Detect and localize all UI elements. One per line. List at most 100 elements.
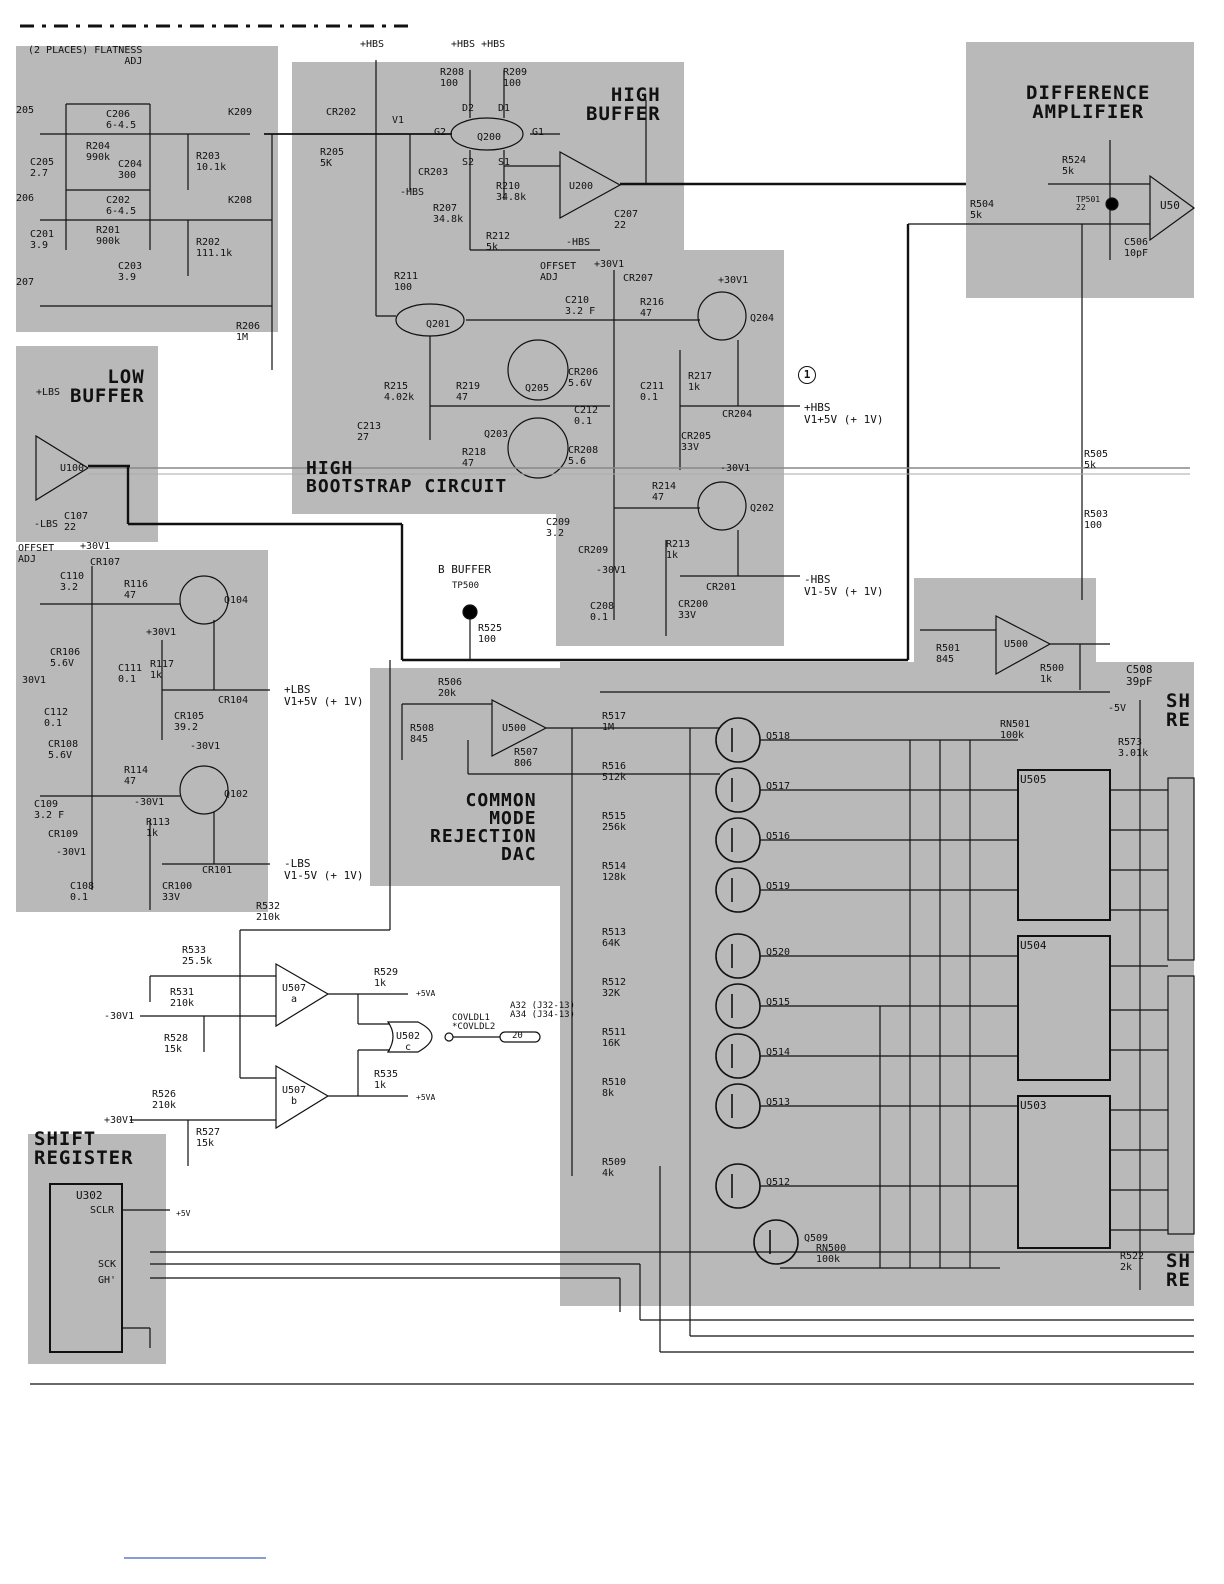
r526-label: R526 210k (152, 1089, 177, 1111)
left-component-label-30: CR105 39.2 (174, 711, 205, 733)
u504-label: U504 (1020, 939, 1047, 952)
left-component-label-21: CR107 (90, 557, 121, 568)
high-component-label-46: D2 (462, 103, 475, 114)
dac-resistor-label-4: R513 64K (602, 927, 627, 949)
dac-transistor-label-1: Q517 (766, 781, 791, 792)
offset-adj-high-label: OFFSET ADJ (540, 261, 577, 283)
u505-label: U505 (1020, 773, 1047, 786)
high-component-label-18: CR206 5.6V (568, 367, 599, 389)
left-component-label-25: C111 0.1 (118, 663, 143, 685)
lbs-rail-bottom-label: -LBS V1-5V (+ 1V) (284, 857, 364, 882)
high-component-label-48: G1 (532, 127, 545, 138)
left-component-label-14: 206 (16, 193, 35, 204)
r528-label: R528 15k (164, 1033, 189, 1055)
low-buffer-block (16, 346, 158, 542)
note-marker-star: 1 (798, 366, 816, 384)
dac-resistor-label-8: R509 4k (602, 1157, 627, 1179)
r532-label: R532 210k (256, 901, 281, 923)
dac-transistor-q512 (715, 1163, 761, 1209)
dac-transistor-label-2: Q516 (766, 831, 791, 842)
r535-label: R535 1k (374, 1069, 399, 1091)
r503-label: R503 100 (1084, 509, 1109, 531)
high-component-label-34: R213 1k (666, 539, 691, 561)
c508-label: C508 39pF (1126, 663, 1153, 688)
left-component-label-27: +30V1 (146, 627, 177, 638)
high-component-label-27: R218 47 (462, 447, 487, 469)
high-component-label-9: U200 (569, 181, 594, 192)
shift-right-bottom-title: SH RE (1166, 1250, 1191, 1291)
high-component-label-19: R217 1k (688, 371, 713, 393)
u503-label: U503 (1020, 1099, 1047, 1112)
left-component-label-36: R113 1k (146, 817, 171, 839)
high-component-label-31: Q202 (750, 503, 775, 514)
high-component-label-8: R212 5k (486, 231, 511, 253)
dac-transistor-label-9: Q509 (804, 1233, 829, 1244)
left-component-label-19: -LBS (34, 519, 59, 530)
dac-transistor-q515 (715, 983, 761, 1029)
dac-resistor-label-3: R514 128k (602, 861, 627, 883)
dac-resistor-label-6: R511 16K (602, 1027, 627, 1049)
dac-transistor-q518 (715, 717, 761, 763)
high-component-label-10: C207 22 (614, 209, 639, 231)
u501-label: U50 (1160, 199, 1180, 212)
dac-resistor-label-7: R510 8k (602, 1077, 627, 1099)
u500-block (914, 578, 1096, 692)
plus5v-label: +5V (176, 1209, 191, 1218)
left-component-label-11: R202 111.1k (196, 237, 233, 259)
left-component-label-37: +30V1 (80, 541, 111, 552)
left-component-label-26: R117 1k (150, 659, 175, 681)
high-component-label-38: +HBS (360, 39, 385, 50)
hbs-rail-bottom-label: -HBS V1-5V (+ 1V) (804, 573, 884, 598)
dac-transistor-label-3: Q519 (766, 881, 791, 892)
high-component-label-29: CR208 5.6 (568, 445, 599, 467)
high-buffer-title: HIGH BUFFER (586, 84, 661, 125)
left-component-label-40: -30V1 (56, 847, 87, 858)
left-component-label-23: Q104 (224, 595, 249, 606)
c506-label: C506 10pF (1124, 237, 1149, 259)
high-component-label-1: R209 100 (503, 67, 528, 89)
left-component-label-0: R204 990k (86, 141, 111, 163)
u502c-label: U502 c (396, 1031, 421, 1053)
connector-label: A32 (J32-13) A34 (J34-13) (510, 1001, 576, 1021)
high-component-label-11: R211 100 (394, 271, 419, 293)
left-component-label-1: C206 6-4.5 (106, 109, 137, 131)
dac-transistor-label-4: Q520 (766, 947, 791, 958)
high-component-label-13: CR207 (623, 273, 654, 284)
dac-resistor-label-5: R512 32K (602, 977, 627, 999)
minus5v-label: -5V (1108, 703, 1127, 714)
r525-label: R525 100 (478, 623, 503, 645)
high-component-label-15: R216 47 (640, 297, 665, 319)
left-component-label-16: U100 (60, 463, 85, 474)
high-component-label-2: CR202 (326, 107, 357, 118)
left-component-label-2: C205 2.7 (30, 157, 55, 179)
r506-label: R506 20k (438, 677, 463, 699)
high-component-label-23: C212 0.1 (574, 405, 599, 427)
high-component-label-50: S1 (498, 157, 511, 168)
tp500-label: TP500 (452, 581, 480, 591)
high-component-label-0: R208 100 (440, 67, 465, 89)
left-component-label-18: +LBS (36, 387, 61, 398)
high-component-label-22: R219 47 (456, 381, 481, 403)
high-component-label-30: R214 47 (652, 481, 677, 503)
rn501-label: RN501 100k (1000, 719, 1031, 741)
high-component-label-32: C209 3.2 (546, 517, 571, 539)
left-component-label-13: 205 (16, 105, 35, 116)
u500-a-label: U500 (502, 723, 527, 734)
r524-label: R524 5k (1062, 155, 1087, 177)
shift-register-title: SHIFT REGISTER (34, 1128, 134, 1169)
left-component-label-41: CR101 (202, 865, 233, 876)
left-component-label-44: 30V1 (22, 675, 47, 686)
dac-resistor-label-1: R516 512k (602, 761, 627, 783)
high-component-label-4: R205 5K (320, 147, 345, 169)
sclr-label: SCLR (90, 1205, 115, 1216)
connector-pin: 20 (512, 1031, 523, 1041)
left-component-label-6: C202 6-4.5 (106, 195, 137, 217)
dac-transistor-q514 (715, 1033, 761, 1079)
high-component-label-20: C211 0.1 (640, 381, 665, 403)
high-component-label-17: Q205 (525, 383, 550, 394)
gh-label: GH' (98, 1275, 117, 1286)
left-component-label-33: Q102 (224, 789, 249, 800)
covldl-label: COVLDL1 *COVLDL2 (452, 1013, 496, 1033)
plus30v1-label: +30V1 (104, 1115, 135, 1126)
